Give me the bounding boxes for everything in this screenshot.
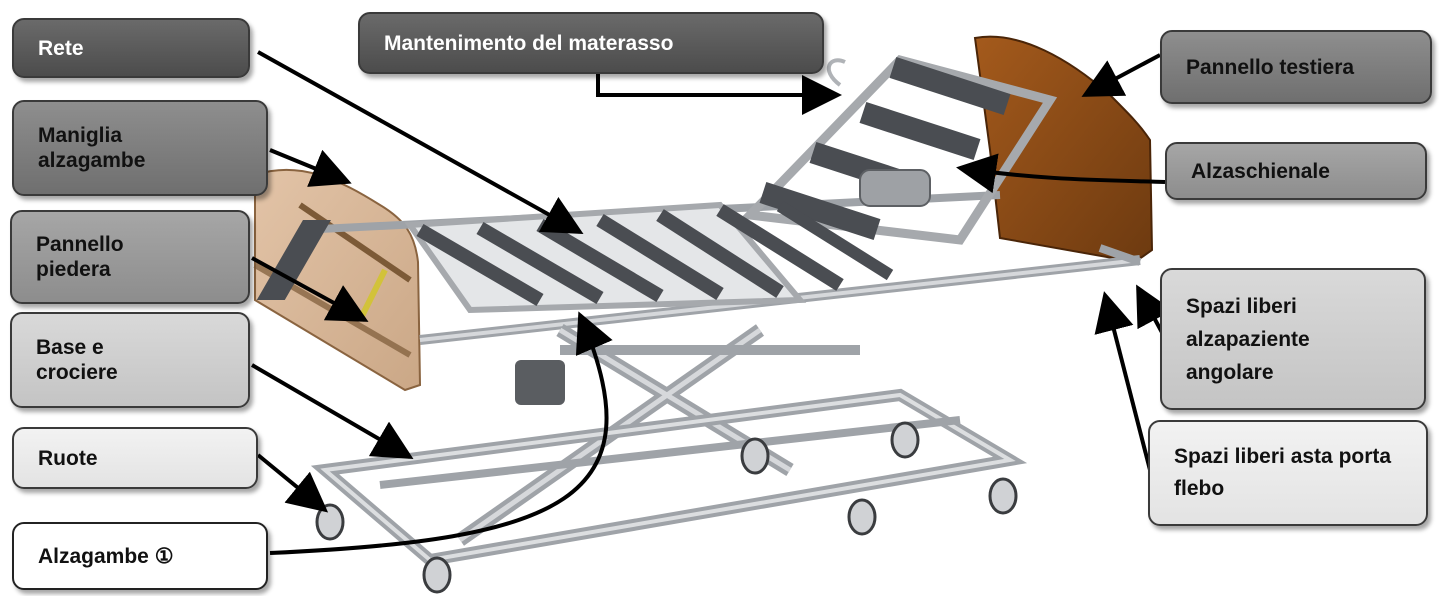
label-spazi-asta: Spazi liberi asta porta flebo — [1148, 420, 1428, 526]
label-rete-text: Rete — [38, 36, 84, 60]
slats — [256, 220, 331, 300]
label-testiera-text: Pannello testiera — [1186, 55, 1355, 79]
label-mantenimento-materasso: Mantenimento del materasso — [358, 12, 824, 74]
backrest-frame — [740, 54, 1058, 245]
label-ruote-text: Ruote — [38, 446, 98, 470]
label-alzagambe-text: Alzagambe ① — [38, 544, 174, 568]
label-base-text: Base e crociere — [36, 336, 118, 384]
label-maniglia-alzagambe: Maniglia alzagambe — [12, 100, 268, 196]
label-maniglia-text: Maniglia alzagambe — [38, 124, 146, 172]
label-piedera-text: Pannello piedera — [36, 233, 124, 281]
label-alzaschienale: Alzaschienale — [1165, 142, 1427, 200]
label-mantenimento-text: Mantenimento del materasso — [384, 31, 674, 55]
callout-arrows — [250, 50, 1173, 555]
headboard-panel — [973, 35, 1154, 264]
wheels — [315, 421, 1018, 594]
label-pannello-piedera: Pannello piedera — [10, 210, 250, 304]
label-asta-text: Spazi liberi asta porta flebo — [1174, 445, 1392, 500]
label-spazi-alzapaziente: Spazi liberi alzapaziente angolare — [1160, 268, 1426, 410]
label-base-crociere: Base e crociere — [10, 312, 250, 408]
label-rete: Rete — [12, 18, 250, 78]
label-alzapaziente-text: Spazi liberi alzapaziente angolare — [1186, 294, 1310, 384]
backrest-motor — [859, 169, 931, 207]
label-pannello-testiera: Pannello testiera — [1160, 30, 1432, 104]
label-alzagambe: Alzagambe ① — [12, 522, 268, 590]
label-ruote: Ruote — [12, 427, 258, 489]
label-alzaschienale-text: Alzaschienale — [1191, 159, 1330, 183]
